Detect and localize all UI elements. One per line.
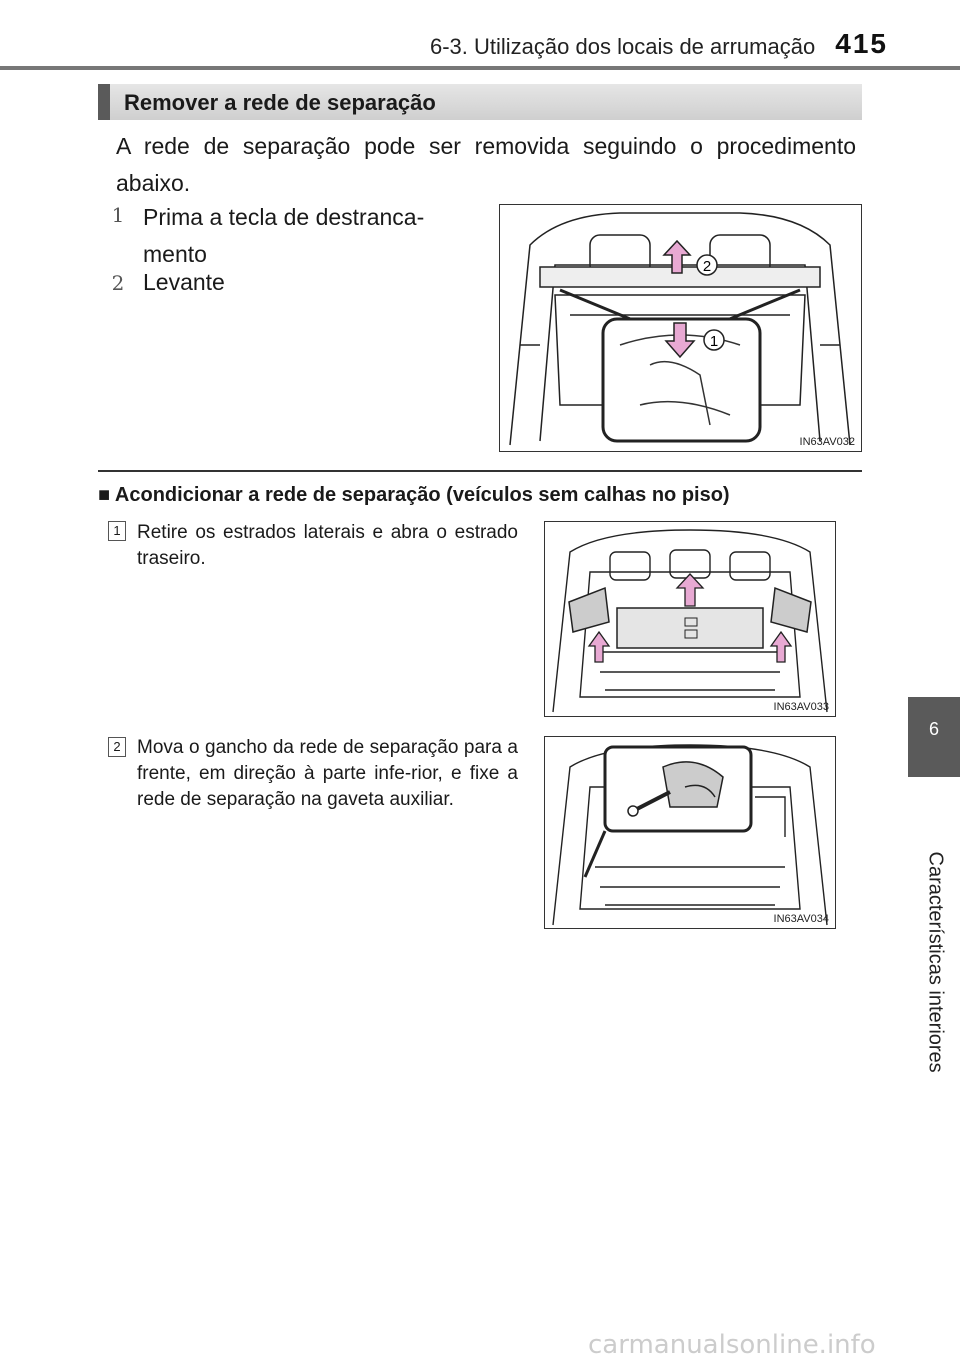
square-bullet-icon: ■: [98, 484, 111, 506]
header-rule: [0, 66, 960, 70]
substep-1-text: Retire os estrados laterais e abra o est…: [137, 522, 518, 569]
figure-2-code: IN63AV033: [773, 701, 829, 713]
cargo-area-illustration-3: [552, 744, 828, 926]
step-2-number: 2: [111, 271, 125, 295]
subsection-heading-text: Acondicionar a rede de separação (veícul…: [114, 484, 730, 506]
chapter-label-text: Características interiores: [924, 851, 947, 1073]
section-divider: [98, 470, 862, 472]
cargo-area-illustration-1: 2 1: [509, 212, 851, 446]
cargo-area-illustration-2: [552, 529, 828, 713]
chapter-label: Características interiores: [900, 852, 960, 1073]
substep-1-number: 1: [108, 521, 126, 541]
page-header: 6-3. Utilização dos locais de arrumação …: [100, 28, 888, 60]
step-1-text: Prima a tecla de destranca- mento: [143, 199, 424, 273]
section-title: 6-3. Utilização dos locais de arrumação: [430, 34, 816, 59]
intro-paragraph: A rede de separação pode ser removida se…: [116, 128, 856, 202]
figure-remove-net: 2 1 IN63AV032: [499, 204, 862, 452]
page-number: 415: [835, 28, 888, 59]
figure-hook-net: IN63AV034: [544, 736, 836, 929]
figure-open-floor: IN63AV033: [544, 521, 836, 717]
chapter-tab: 6: [908, 697, 960, 777]
figure-3-code: IN63AV034: [773, 913, 829, 925]
step-1-line-1: Prima a tecla de destranca-: [143, 204, 425, 230]
substep-2-text: Mova o gancho da rede de separação para …: [137, 737, 518, 810]
subsection-heading: ■ Acondicionar a rede de separação (veíc…: [98, 484, 730, 507]
callout-2: 2: [703, 258, 711, 275]
step-1-line-2: mento: [143, 241, 207, 267]
step-2-text: Levante: [143, 269, 225, 295]
intro-text: A rede de separação pode ser removida se…: [116, 133, 856, 196]
substep-2-number: 2: [108, 737, 126, 757]
box-title: Remover a rede de separação: [98, 84, 862, 120]
step-1-number: 1: [111, 203, 125, 227]
figure-1-code: IN63AV032: [799, 436, 855, 448]
callout-1: 1: [710, 333, 718, 350]
watermark: carmanualsonline.info: [588, 1330, 876, 1360]
